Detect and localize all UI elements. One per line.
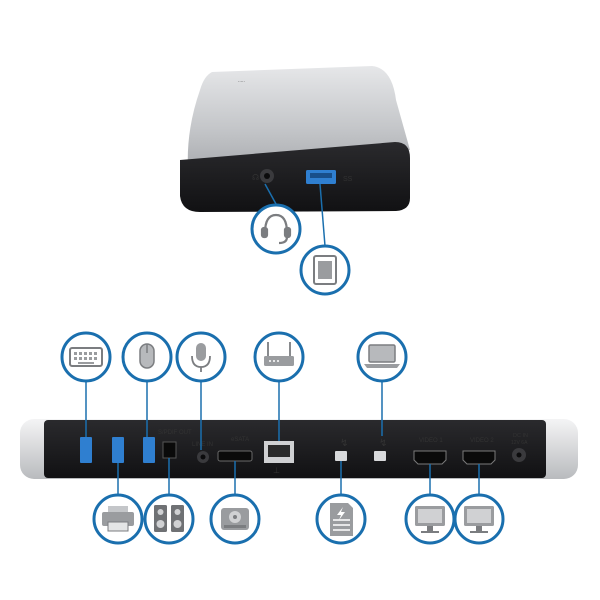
- thunderbolt-symbol-2: ↯: [379, 438, 387, 449]
- thunderbolt-port-1: [335, 451, 347, 461]
- video-2-label: VIDEO 2: [470, 438, 494, 444]
- usb-port-2: [112, 437, 124, 463]
- headset-symbol: ☊: [252, 173, 259, 182]
- spdif-port: [162, 441, 177, 459]
- external-drive-icon: [221, 508, 249, 530]
- usb-port-1: [80, 437, 92, 463]
- ethernet-port-opening: [268, 445, 290, 457]
- callouts-above: [85, 380, 383, 450]
- callouts-below: [117, 458, 480, 495]
- usb-3-port-tongue: [310, 173, 332, 178]
- thunderbolt-port-2: [374, 451, 386, 461]
- usb-leader-line: [319, 183, 326, 247]
- top-dock-body: [187, 66, 410, 170]
- video-1-port: [413, 450, 447, 465]
- esata-port: [217, 450, 253, 462]
- usb-port-3: [143, 437, 155, 463]
- keyboard-icon: [69, 347, 103, 367]
- line-in-label: LINE IN: [192, 442, 213, 448]
- headset-leader-line: [264, 183, 277, 205]
- thunderbolt-storage-icon: [330, 503, 353, 536]
- network-symbol: ⊥: [273, 466, 280, 475]
- esata-label: eSATA: [231, 437, 249, 443]
- video-1-label: VIDEO 1: [419, 438, 443, 444]
- mouse-icon: [139, 343, 155, 369]
- dc-in-label: DC IN: [513, 433, 528, 439]
- tablet-icon: [313, 255, 337, 285]
- dc-rating-label: 12V 6A: [511, 440, 528, 446]
- headset-icon: [260, 213, 292, 245]
- router-icon: [264, 342, 294, 366]
- monitor-icon: [415, 506, 445, 533]
- monitor-icon: [464, 506, 494, 533]
- microphone-icon: [191, 343, 211, 372]
- superspeed-logo: SS: [343, 176, 353, 183]
- dc-in-hole: [516, 452, 522, 458]
- printer-icon: [102, 506, 134, 532]
- bottom-dock: S/PDIF OUT LINE IN eSATA ⊥ ↯ ↯ VIDEO 1 V…: [20, 419, 578, 479]
- spdif-label: S/PDIF OUT: [158, 430, 192, 436]
- headset-jack-hole: [264, 173, 270, 179]
- top-dock: ..... ☊ SS: [180, 66, 410, 296]
- video-2-port: [462, 450, 496, 465]
- headset-callout: [250, 203, 302, 255]
- speakers-icon: [154, 505, 184, 532]
- line-in-hole: [200, 454, 206, 460]
- thunderbolt-symbol-1: ↯: [340, 438, 348, 449]
- top-dock-logo: .....: [238, 78, 245, 84]
- speakers-callout: [143, 493, 195, 545]
- top-dock-front-panel: [180, 142, 410, 212]
- laptop-icon: [364, 344, 400, 368]
